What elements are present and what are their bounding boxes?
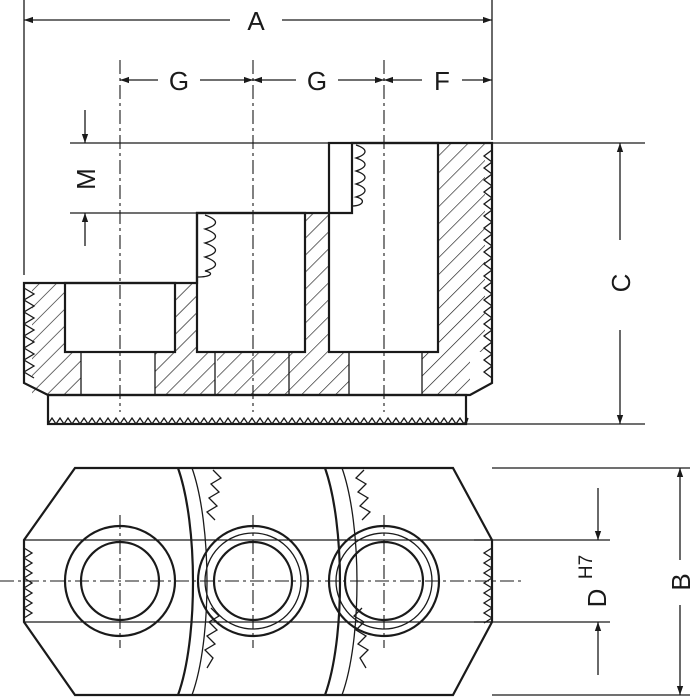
- dimension-a-label: A: [247, 6, 265, 36]
- bore-3-lower: [348, 351, 423, 396]
- step-arc-2b: [341, 467, 358, 696]
- dimensions-top: A G G F M C: [23, 0, 645, 425]
- hatched-sections: [32, 143, 485, 395]
- hatch-region: [422, 352, 470, 395]
- dimension-b-label: B: [666, 573, 696, 590]
- step-arc-1: [176, 467, 195, 696]
- dimension-f-label: F: [434, 66, 450, 96]
- hatch-region: [287, 352, 349, 395]
- bore-2: [195, 211, 307, 354]
- dimension-m-label: M: [71, 168, 101, 190]
- dimensions-bottom: B D H7: [474, 467, 696, 696]
- step-arc-1-thread: [203, 469, 223, 669]
- hatch-region: [305, 213, 329, 352]
- step-arc-1b: [191, 467, 208, 696]
- bore-1-lower: [80, 351, 156, 396]
- hatch-region: [175, 283, 197, 352]
- plan-teeth-left: [22, 547, 34, 619]
- section-view: [22, 60, 494, 426]
- plan-view: [0, 466, 525, 697]
- dimension-g2-label: G: [307, 66, 327, 96]
- dimension-h7-label: H7: [576, 555, 597, 579]
- step-arc-2-thread: [352, 469, 372, 669]
- outer-thread-right: [482, 149, 494, 379]
- hatch-region: [217, 352, 287, 395]
- step-arc-2: [323, 467, 342, 696]
- dimension-c-label: C: [606, 274, 636, 293]
- hatch-region: [32, 283, 65, 395]
- base-serrations: [47, 416, 469, 426]
- step-thread-2: [351, 144, 366, 207]
- hatch-region: [65, 352, 81, 395]
- dimension-d-label: D: [582, 589, 612, 608]
- hatch-region: [438, 143, 485, 352]
- step-thread-1: [196, 214, 217, 278]
- plan-teeth-right: [482, 547, 494, 624]
- outer-thread-left: [22, 287, 36, 379]
- dimension-g1-label: G: [169, 66, 189, 96]
- serrated-base: [46, 393, 468, 426]
- hatch-region: [155, 352, 215, 395]
